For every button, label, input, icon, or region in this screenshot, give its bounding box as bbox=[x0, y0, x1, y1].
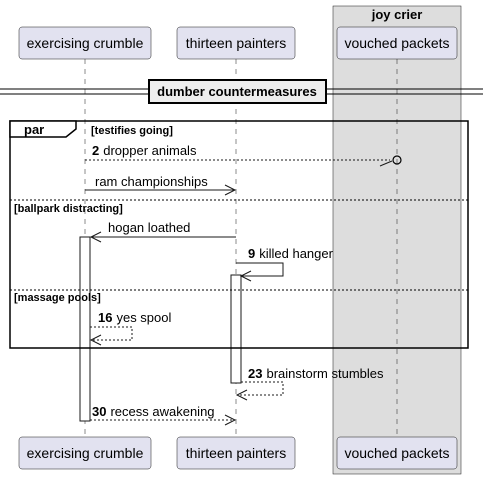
participant-thirteen-painters-bottom: thirteen painters bbox=[176, 436, 296, 470]
message-number: 30 bbox=[92, 404, 106, 419]
message-text: recess awakening bbox=[110, 404, 214, 419]
message-yes-spool: 16 yes spool bbox=[89, 310, 172, 346]
participant-exercising-crumble-top: exercising crumble bbox=[18, 26, 152, 60]
message-recess-awakening: 30 recess awakening bbox=[90, 404, 237, 426]
participant-exercising-crumble-bottom: exercising crumble bbox=[18, 436, 152, 470]
participant-label: thirteen painters bbox=[186, 35, 286, 51]
fragment-operator: par bbox=[24, 122, 44, 137]
message-text: hogan loathed bbox=[108, 220, 190, 235]
group-box-title: joy crier bbox=[371, 7, 423, 22]
message-text: dropper animals bbox=[103, 143, 197, 158]
participant-label: vouched packets bbox=[344, 35, 449, 51]
fragment-guard: [testifies going] bbox=[91, 125, 173, 137]
participant-vouched-packets-top: vouched packets bbox=[336, 26, 458, 60]
message-ram-championships: ram championships bbox=[85, 174, 237, 196]
participant-label: exercising crumble bbox=[27, 35, 144, 51]
participant-label: vouched packets bbox=[344, 445, 449, 461]
fragment-guard: [massage pools] bbox=[14, 292, 101, 304]
activation-bar-exercising-crumble bbox=[79, 236, 91, 422]
message-dropper-animals: 2 dropper animals bbox=[85, 143, 402, 167]
par-fragment: par [testifies going] [ballpark distract… bbox=[9, 120, 469, 349]
fragment-guard: [ballpark distracting] bbox=[14, 203, 123, 215]
message-killed-hanger: 9 killed hanger bbox=[236, 246, 334, 282]
participant-vouched-packets-bottom: vouched packets bbox=[336, 436, 458, 470]
message-text: brainstorm stumbles bbox=[266, 366, 384, 381]
message-text: killed hanger bbox=[259, 246, 333, 261]
participant-label: exercising crumble bbox=[27, 445, 144, 461]
message-number: 23 bbox=[248, 366, 262, 381]
participant-label: thirteen painters bbox=[186, 445, 286, 461]
message-hogan-loathed: hogan loathed bbox=[89, 220, 236, 243]
message-number: 16 bbox=[98, 310, 112, 325]
message-number: 9 bbox=[248, 246, 255, 261]
message-text: yes spool bbox=[116, 310, 171, 325]
message-text: ram championships bbox=[95, 174, 208, 189]
message-number: 2 bbox=[92, 143, 99, 158]
message-brainstorm-stumbles: 23 brainstorm stumbles bbox=[235, 366, 384, 401]
activation-bar-thirteen-painters bbox=[230, 274, 242, 384]
participant-thirteen-painters-top: thirteen painters bbox=[176, 26, 296, 60]
divider-label: dumber countermeasures bbox=[157, 84, 317, 99]
divider: dumber countermeasures bbox=[0, 79, 483, 104]
